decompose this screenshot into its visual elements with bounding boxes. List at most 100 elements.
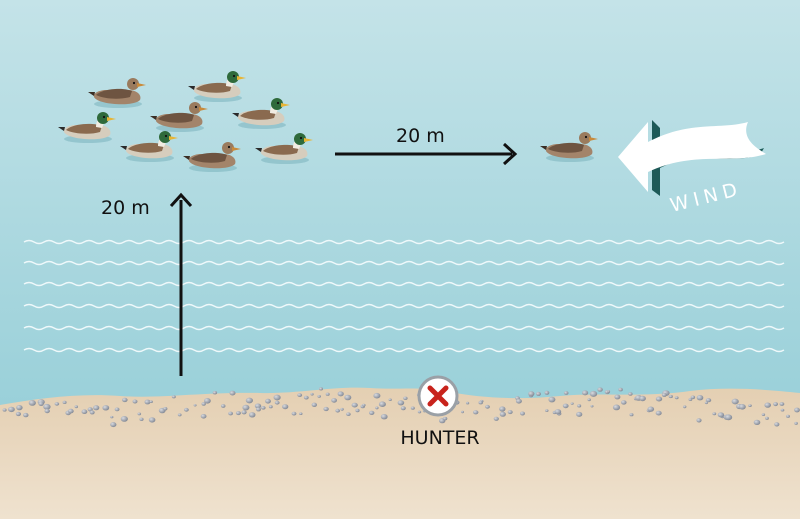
pebble bbox=[669, 395, 673, 398]
pebble bbox=[110, 416, 113, 418]
pebble bbox=[102, 405, 109, 410]
pebble bbox=[172, 395, 176, 398]
pebble bbox=[16, 412, 21, 416]
pebble bbox=[696, 418, 701, 422]
pebble bbox=[401, 406, 406, 410]
pebble bbox=[473, 410, 478, 414]
pebble bbox=[204, 398, 211, 404]
pebble bbox=[443, 417, 447, 420]
pebble bbox=[582, 390, 588, 395]
pebble bbox=[110, 422, 116, 427]
pebble bbox=[75, 405, 78, 408]
pebble bbox=[691, 396, 695, 400]
pebble bbox=[466, 402, 469, 405]
pebble bbox=[68, 409, 74, 414]
pebble bbox=[133, 400, 138, 404]
pebble bbox=[656, 411, 662, 416]
pebble bbox=[352, 403, 358, 408]
pebble bbox=[591, 405, 594, 407]
pebble bbox=[228, 412, 233, 416]
pebble bbox=[282, 404, 288, 409]
pebble bbox=[149, 417, 156, 422]
pebble bbox=[381, 414, 388, 419]
pebble bbox=[545, 409, 548, 412]
sand-beach bbox=[0, 388, 800, 519]
pebble bbox=[762, 413, 765, 416]
pebble bbox=[115, 408, 120, 412]
pebble bbox=[618, 388, 622, 392]
pebble bbox=[516, 399, 522, 404]
pebble bbox=[499, 406, 505, 411]
pebble bbox=[221, 404, 226, 408]
pebble bbox=[269, 405, 273, 408]
pebble bbox=[304, 396, 309, 400]
pebble bbox=[246, 398, 253, 404]
pebble bbox=[754, 420, 761, 425]
pebble bbox=[121, 416, 128, 422]
pebble bbox=[319, 387, 323, 390]
pebble bbox=[621, 400, 627, 404]
pebble bbox=[725, 414, 732, 420]
pebble bbox=[697, 395, 704, 400]
pebble bbox=[607, 390, 610, 393]
pebble bbox=[317, 395, 321, 398]
pebble bbox=[683, 405, 686, 408]
pebble bbox=[16, 405, 22, 410]
pebble bbox=[548, 397, 555, 403]
hunter-label: HUNTER bbox=[400, 427, 479, 449]
pebble bbox=[389, 398, 392, 401]
pebble bbox=[479, 401, 483, 405]
pebble bbox=[520, 412, 525, 416]
pebble bbox=[275, 401, 280, 405]
horizontal-distance-label: 20 m bbox=[396, 125, 445, 147]
pebble bbox=[555, 409, 562, 414]
pebble bbox=[375, 407, 378, 410]
pebble bbox=[261, 406, 266, 410]
pebble bbox=[299, 412, 302, 415]
pebble bbox=[461, 411, 464, 413]
pebble bbox=[150, 400, 153, 403]
pebble bbox=[274, 395, 281, 401]
pebble bbox=[613, 405, 620, 411]
pebble bbox=[648, 407, 655, 412]
pebble bbox=[38, 402, 43, 406]
pebble bbox=[369, 411, 374, 415]
pebble bbox=[411, 407, 415, 410]
pebble bbox=[718, 412, 724, 417]
pebble bbox=[577, 404, 581, 407]
pebble bbox=[344, 395, 351, 401]
pebble bbox=[485, 405, 490, 409]
pebble bbox=[138, 413, 142, 416]
pebble bbox=[794, 408, 800, 413]
pebble bbox=[8, 407, 15, 412]
pebble bbox=[55, 402, 60, 406]
pebble bbox=[292, 412, 297, 416]
pebble bbox=[571, 402, 574, 404]
pebble bbox=[764, 403, 771, 408]
pebble bbox=[184, 408, 189, 412]
pebble bbox=[373, 393, 380, 399]
pebble bbox=[326, 393, 330, 396]
pebble bbox=[418, 411, 421, 414]
pebble bbox=[774, 422, 779, 426]
pebble bbox=[576, 412, 582, 417]
pebble bbox=[563, 404, 569, 409]
pebble bbox=[536, 392, 541, 396]
pebble bbox=[545, 391, 550, 395]
pebble bbox=[311, 393, 314, 396]
pebble bbox=[712, 412, 716, 415]
pebble bbox=[662, 393, 667, 397]
pebble bbox=[213, 391, 217, 394]
shoreline bbox=[0, 387, 800, 519]
pebble bbox=[335, 409, 340, 413]
pebble bbox=[242, 410, 247, 414]
pebble bbox=[178, 413, 182, 416]
pebble bbox=[739, 404, 746, 410]
pebble bbox=[346, 412, 351, 416]
pebble bbox=[249, 412, 256, 417]
pebble bbox=[256, 407, 261, 411]
pebble bbox=[588, 398, 591, 401]
pebble bbox=[786, 415, 790, 418]
pebble bbox=[773, 402, 778, 406]
